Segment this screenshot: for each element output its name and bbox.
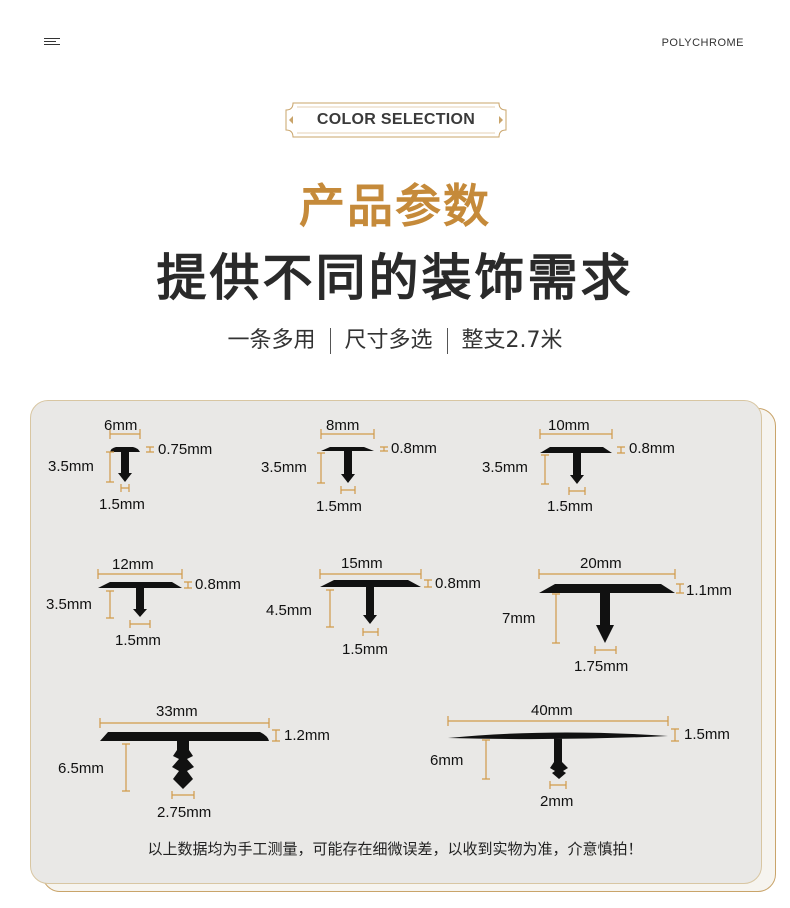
profile-8-height: 6mm xyxy=(430,752,464,769)
brand-name: POLYCHROME xyxy=(661,37,744,49)
dimension-lines xyxy=(97,429,684,799)
profile-2-width: 8mm xyxy=(326,417,360,434)
profile-shape-8mm xyxy=(321,447,374,483)
profile-5-height: 4.5mm xyxy=(266,602,312,619)
profile-5-thickness: 0.8mm xyxy=(435,575,481,592)
profile-shape-10mm xyxy=(540,447,612,484)
profile-7-stem: 2.75mm xyxy=(157,804,212,821)
profile-2-thickness: 0.8mm xyxy=(391,440,437,457)
profile-2-stem: 1.5mm xyxy=(316,498,362,515)
profile-6-stem: 1.75mm xyxy=(574,658,629,675)
top-bar: POLYCHROME xyxy=(0,0,790,85)
profile-8-thickness: 1.5mm xyxy=(684,726,730,743)
profile-4-thickness: 0.8mm xyxy=(195,576,241,593)
hamburger-icon[interactable] xyxy=(44,38,60,48)
feature-sizes: 尺寸多选 xyxy=(344,328,433,353)
profile-shape-33mm xyxy=(100,732,269,789)
profile-8-stem: 2mm xyxy=(540,793,574,810)
feature-divider xyxy=(329,328,331,354)
badge-frame xyxy=(285,102,507,138)
profile-3-thickness: 0.8mm xyxy=(629,440,675,457)
page-title: 产品参数 xyxy=(299,179,491,233)
profile-5-width: 15mm xyxy=(341,555,383,572)
profile-7-thickness: 1.2mm xyxy=(284,727,330,744)
feature-divider xyxy=(446,328,448,354)
profile-4-width: 12mm xyxy=(112,556,154,573)
profile-3-width: 10mm xyxy=(548,417,590,434)
spec-panel xyxy=(30,400,762,884)
feature-multi-use: 一条多用 xyxy=(227,328,316,353)
profile-3-stem: 1.5mm xyxy=(547,498,593,515)
profile-7-height: 6.5mm xyxy=(58,760,104,777)
profile-5-stem: 1.5mm xyxy=(342,641,388,658)
profile-6-height: 7mm xyxy=(502,610,536,627)
page-subtitle: 提供不同的装饰需求 xyxy=(156,249,634,307)
profile-1-thickness: 0.75mm xyxy=(158,441,213,458)
profile-shape-6mm xyxy=(110,447,140,482)
measurement-disclaimer: 以上数据均为手工测量，可能存在细微误差，以收到实物为准，介意慎拍！ xyxy=(147,840,643,858)
profile-1-stem: 1.5mm xyxy=(99,496,145,513)
color-selection-badge: COLOR SELECTION xyxy=(285,102,507,138)
profile-2-height: 3.5mm xyxy=(261,459,307,476)
badge-label: COLOR SELECTION xyxy=(316,111,476,128)
profile-3-height: 3.5mm xyxy=(482,459,528,476)
profile-7-width: 33mm xyxy=(156,703,198,720)
profile-6-thickness: 1.1mm xyxy=(686,582,732,599)
profile-shape-12mm xyxy=(98,582,182,617)
profile-shape-15mm xyxy=(320,580,421,624)
profile-shape-20mm xyxy=(539,584,675,643)
profile-6-width: 20mm xyxy=(580,555,622,572)
feature-list: 一条多用 尺寸多选 整支2.7米 xyxy=(0,322,790,354)
profile-shape-40mm xyxy=(448,732,668,779)
profile-8-width: 40mm xyxy=(531,702,573,719)
profile-1-width: 6mm xyxy=(104,417,138,434)
profile-1-height: 3.5mm xyxy=(48,458,94,475)
feature-length: 整支2.7米 xyxy=(461,328,563,353)
profile-4-stem: 1.5mm xyxy=(115,632,161,649)
profile-4-height: 3.5mm xyxy=(46,596,92,613)
